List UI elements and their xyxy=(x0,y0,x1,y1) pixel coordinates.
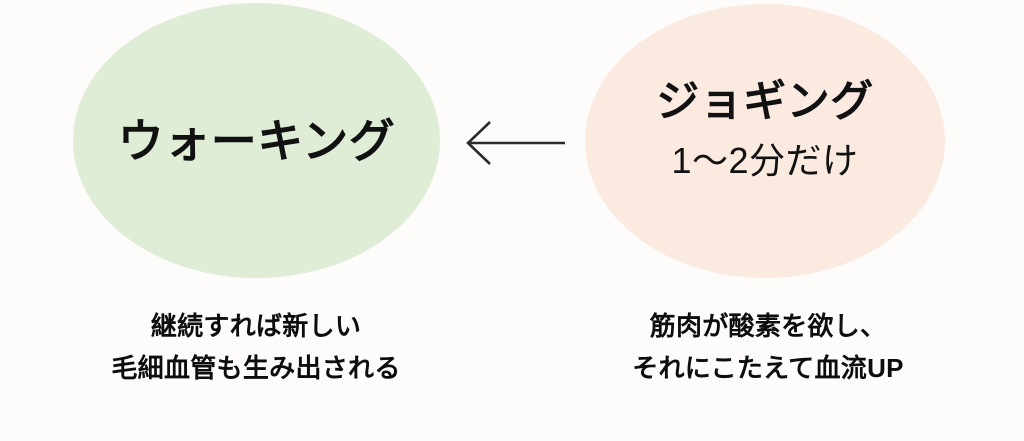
left-arrow-icon xyxy=(466,121,565,165)
caption-jogging: 筋肉が酸素を欲し、 それにこたえて血流UP xyxy=(512,305,1024,389)
node-jogging-title: ジョギング xyxy=(656,77,874,126)
caption-walking: 継続すれば新しい 毛細血管も生み出される xyxy=(0,305,512,389)
node-walking-title: ウォーキング xyxy=(117,115,396,168)
node-jogging-subtitle: 1〜2分だけ xyxy=(671,139,859,181)
caption-walking-line1: 継続すれば新しい xyxy=(150,311,362,341)
caption-jogging-line2: それにこたえて血流UP xyxy=(632,353,904,384)
caption-walking-line2: 毛細血管も生み出される xyxy=(111,353,401,384)
arrow-head xyxy=(466,121,491,165)
node-walking-ellipse: ウォーキング xyxy=(73,3,440,278)
node-jogging-ellipse: ジョギング 1〜2分だけ xyxy=(585,4,945,278)
caption-jogging-line1: 筋肉が酸素を欲し、 xyxy=(649,311,887,341)
